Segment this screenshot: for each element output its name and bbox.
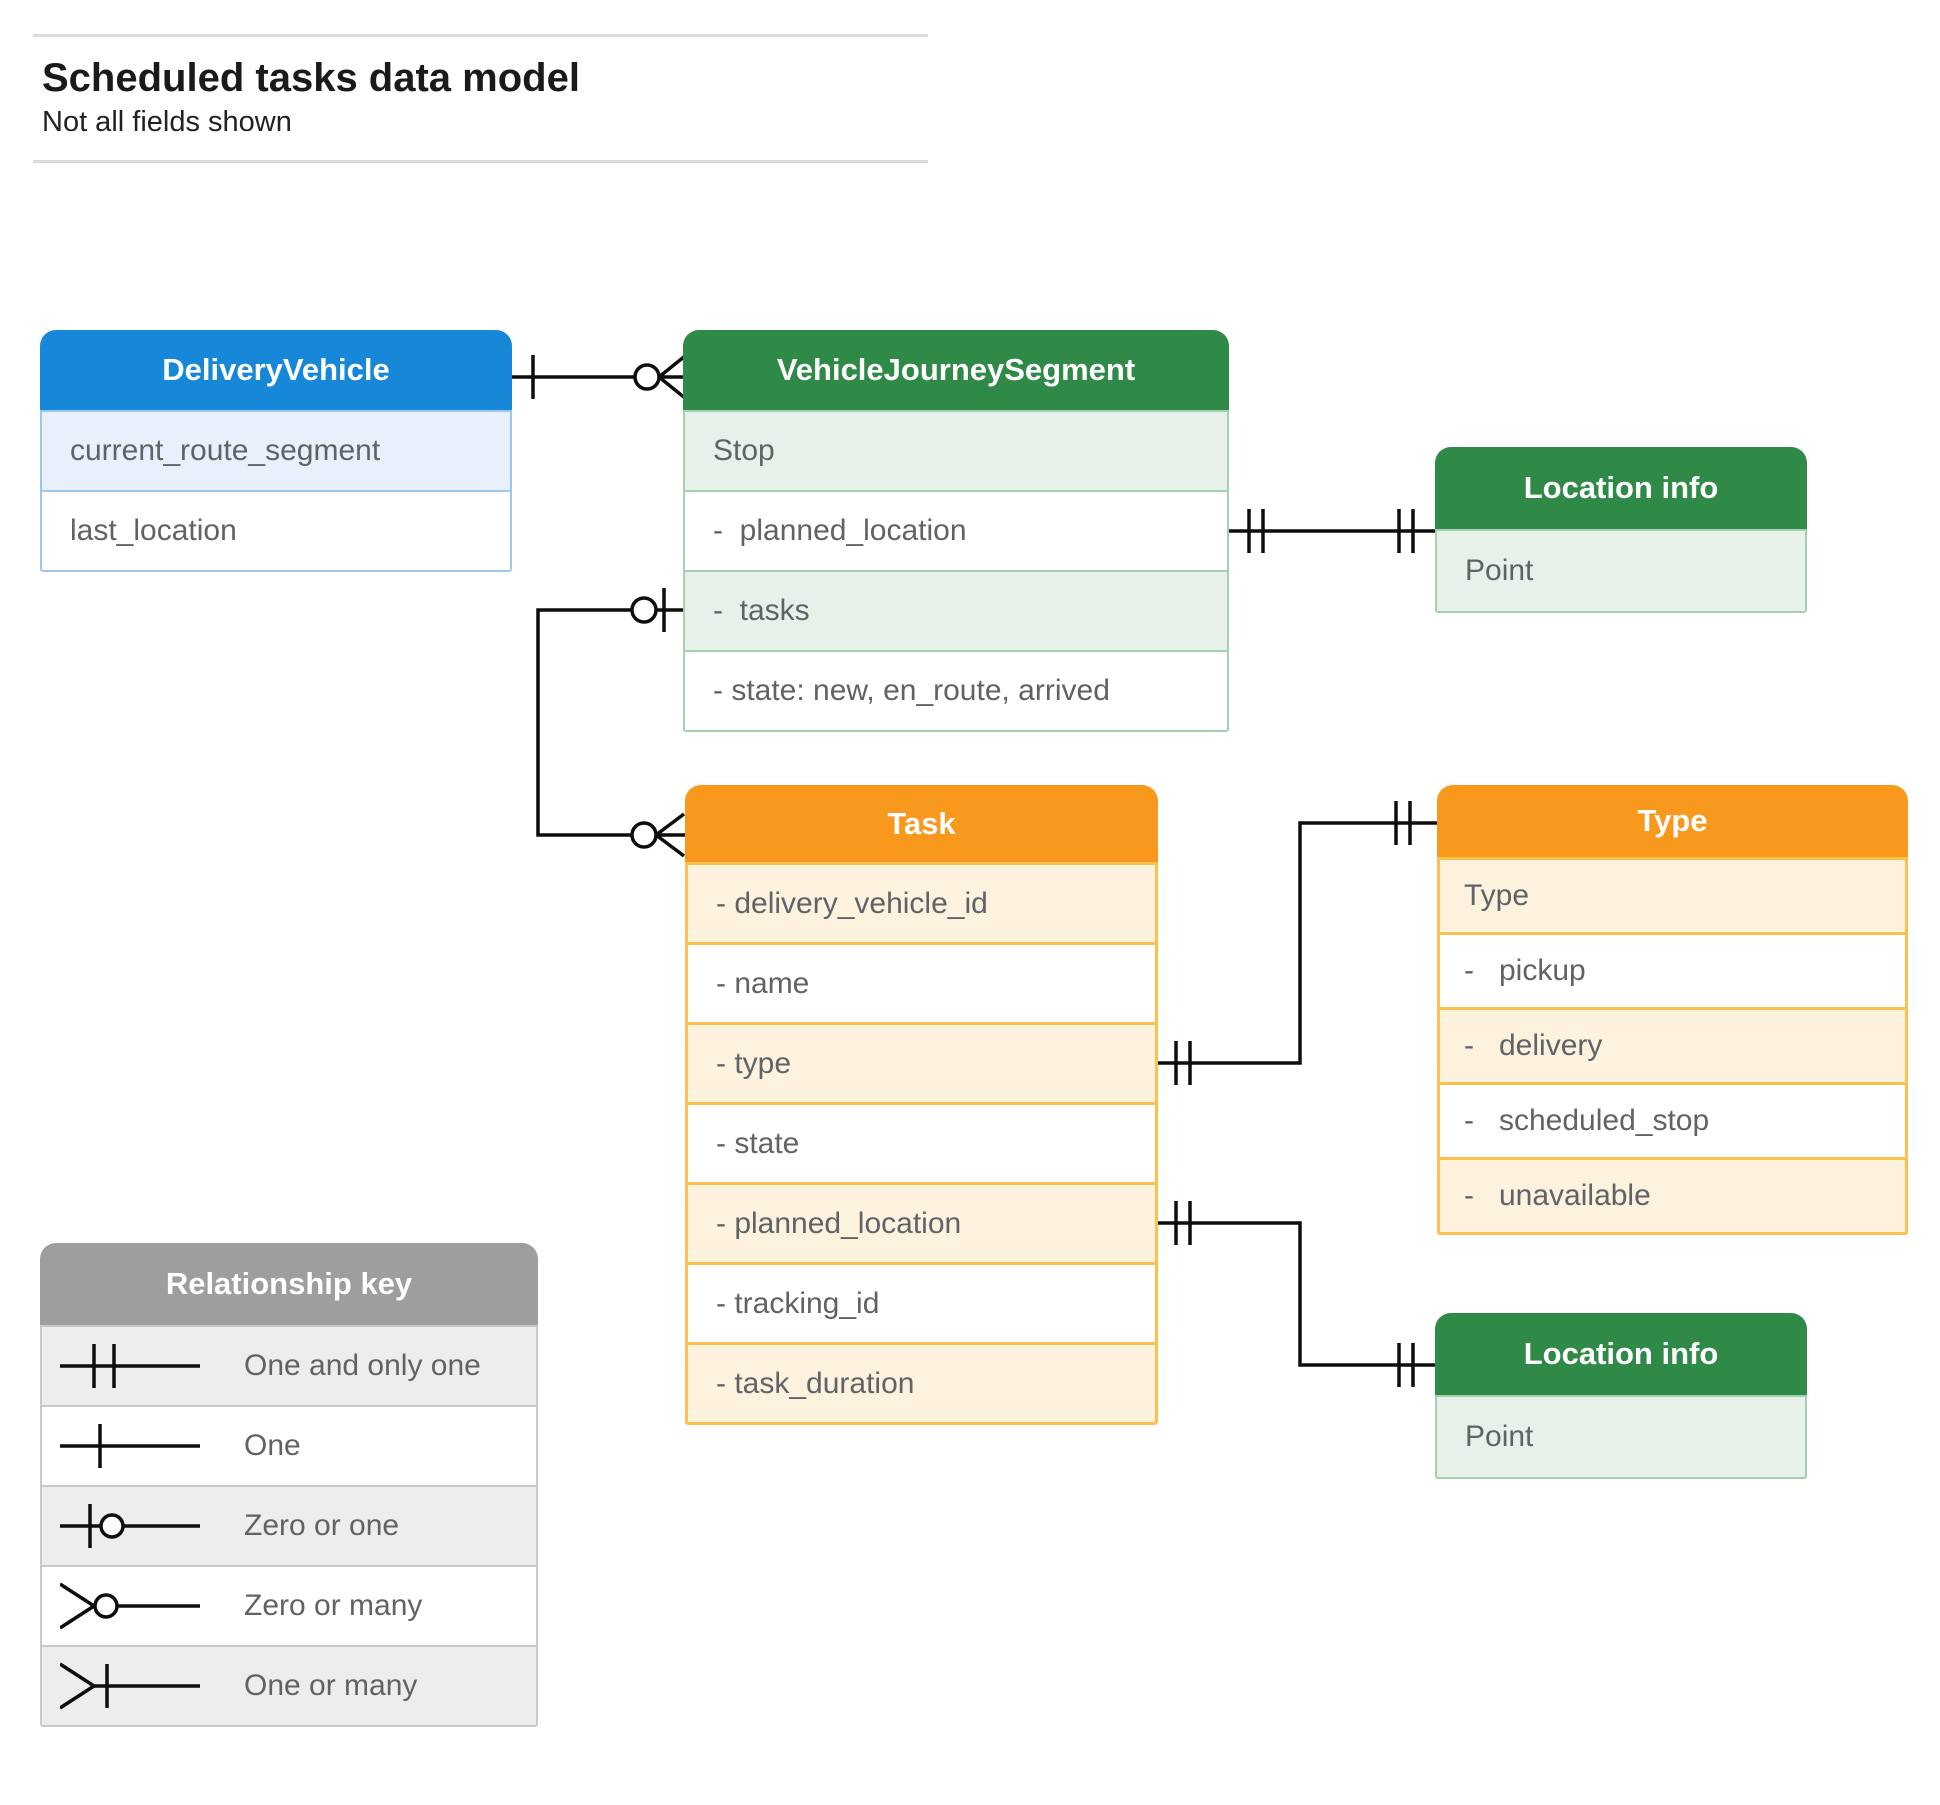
entity-location-info-top-header: Location info xyxy=(1435,447,1807,529)
connector-deliveryvehicle-vehiclejourneysegment xyxy=(508,354,687,400)
field-type-name: Type xyxy=(1440,857,1905,932)
entity-vehicle-journey-segment: VehicleJourneySegment Stop - planned_loc… xyxy=(683,330,1229,732)
connector-task-type xyxy=(1152,801,1437,1085)
legend-item-one-and-only-one: One and only one xyxy=(42,1325,536,1405)
connector-task-locationinfo xyxy=(1152,1201,1435,1387)
entity-task: Task - delivery_vehicle_id - name - type… xyxy=(685,785,1158,1425)
entity-title: VehicleJourneySegment xyxy=(776,352,1136,387)
field-tracking-id: - tracking_id xyxy=(688,1262,1155,1342)
page-title: Scheduled tasks data model xyxy=(42,56,580,100)
field-state: - state: new, en_route, arrived xyxy=(685,650,1227,730)
legend-item-one: One xyxy=(42,1405,536,1485)
field-last-location: last_location xyxy=(42,490,510,570)
entity-location-info-bottom-header: Location info xyxy=(1435,1313,1807,1395)
entity-type: Type Type - pickup - delivery - schedule… xyxy=(1437,785,1908,1235)
entity-task-header: Task xyxy=(685,785,1158,862)
legend-item-zero-or-many: Zero or many xyxy=(42,1565,536,1645)
legend-header: Relationship key xyxy=(40,1243,538,1325)
top-divider xyxy=(33,34,928,37)
entity-title: DeliveryVehicle xyxy=(162,352,390,387)
legend-title: Relationship key xyxy=(165,1266,413,1301)
field-type: - type xyxy=(688,1022,1155,1102)
entity-title: Task xyxy=(887,805,956,841)
field-delivery: - delivery xyxy=(1440,1007,1905,1082)
field-planned-location: - planned_location xyxy=(688,1182,1155,1262)
field-current-route-segment: current_route_segment xyxy=(42,410,510,490)
one-or-many-icon xyxy=(60,1662,200,1710)
legend-item-zero-or-one: Zero or one xyxy=(42,1485,536,1565)
entity-delivery-vehicle: DeliveryVehicle current_route_segment la… xyxy=(40,330,512,572)
field-state: - state xyxy=(688,1102,1155,1182)
title-divider xyxy=(33,160,928,163)
legend-item-one-or-many: One or many xyxy=(42,1645,536,1725)
zero-or-one-icon xyxy=(60,1504,200,1548)
field-planned-location: - planned_location xyxy=(685,490,1227,570)
field-stop: Stop xyxy=(685,410,1227,490)
field-name: - name xyxy=(688,942,1155,1022)
field-task-duration: - task_duration xyxy=(688,1342,1155,1422)
entity-type-header: Type xyxy=(1437,785,1908,857)
connector-vehiclejourneysegment-locationinfo xyxy=(1225,509,1435,553)
entity-vehicle-journey-segment-header: VehicleJourneySegment xyxy=(683,330,1229,410)
one-icon xyxy=(60,1424,200,1468)
field-point: Point xyxy=(1437,1395,1805,1477)
entity-location-info-bottom: Location info Point xyxy=(1435,1313,1807,1479)
entity-title: Location info xyxy=(1523,470,1719,505)
page-subtitle: Not all fields shown xyxy=(42,106,292,138)
zero-or-many-icon xyxy=(60,1582,200,1630)
field-pickup: - pickup xyxy=(1440,932,1905,1007)
field-tasks: - tasks xyxy=(685,570,1227,650)
entity-delivery-vehicle-header: DeliveryVehicle xyxy=(40,330,512,410)
field-unavailable: - unavailable xyxy=(1440,1157,1905,1232)
entity-title: Type xyxy=(1637,803,1708,838)
field-scheduled-stop: - scheduled_stop xyxy=(1440,1082,1905,1157)
relationship-key-legend: Relationship key One and only one One Ze… xyxy=(40,1243,538,1727)
field-point: Point xyxy=(1437,529,1805,611)
entity-location-info-top: Location info Point xyxy=(1435,447,1807,613)
field-delivery-vehicle-id: - delivery_vehicle_id xyxy=(688,862,1155,942)
connector-tasks-task xyxy=(536,588,686,858)
entity-title: Location info xyxy=(1523,1336,1719,1371)
one-and-only-one-icon xyxy=(60,1344,200,1388)
